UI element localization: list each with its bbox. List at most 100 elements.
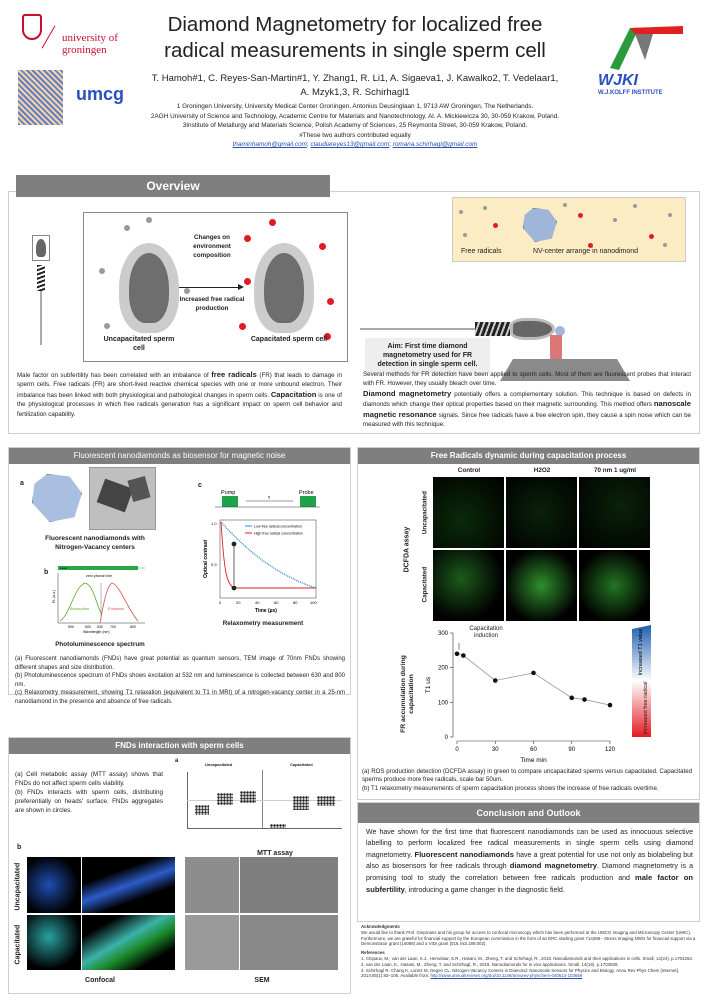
micrograph — [579, 477, 650, 548]
gradient-bar — [632, 625, 651, 737]
confocal-label: Confocal — [85, 977, 115, 984]
interaction-text: (a) Cell metabolic assay (MTT assay) sho… — [15, 770, 163, 815]
capacitation-diagram: Changes on environment composition Incre… — [83, 212, 348, 362]
col-70nm: 70 nm 1 ug/ml — [594, 467, 636, 474]
micrograph — [579, 550, 650, 621]
y-tick-label: 200 — [438, 666, 449, 672]
tick: 700 — [110, 625, 116, 629]
reference-link[interactable]: http://www.annualreviews.org/doi/10.1146… — [430, 973, 583, 979]
uncapacitated-sperm-head — [119, 243, 179, 333]
micrograph — [433, 550, 504, 621]
micrograph — [506, 550, 577, 621]
overview-left-text: Male factor on subfertility has been cor… — [17, 370, 342, 418]
text-b: (b) FNDs interacts with sperm cells, dis… — [15, 789, 163, 814]
panel-a-label: a — [20, 480, 24, 487]
email-link[interactable]: claudiareyes13@gmail.com — [310, 141, 390, 149]
x-tick-label: 0 — [455, 747, 459, 753]
overview-header: Overview — [16, 175, 330, 197]
dcfda-grid: Control H2O2 70 nm 1 ug/ml — [433, 466, 653, 626]
mtt-chart: Uncapacitated Capacitated — [175, 760, 343, 848]
xtick: 0 — [219, 600, 222, 605]
text-c: (c) Relaxometry measurement, showing T1 … — [15, 690, 345, 705]
legend-low: Low free radical concentration — [254, 525, 302, 529]
b-xlabel: Wavelength (nm) — [83, 630, 110, 634]
emission-label: Emission — [108, 606, 124, 611]
right-arrow — [179, 287, 241, 288]
sperm-overview-icon — [30, 235, 52, 345]
dcfda-label: DCFDA assay — [403, 526, 411, 573]
data-point — [582, 697, 587, 702]
y-tick-label: 0 — [445, 735, 449, 741]
wjki-logo: WJKI W.J.KOLFF INSTITUTE — [598, 72, 663, 96]
gradient-bottom-label: Increased free radical — [643, 682, 649, 735]
x-tick-label: 60 — [530, 747, 537, 753]
y-axis-label: T1 us — [425, 676, 432, 693]
col-h2o2: H2O2 — [533, 467, 551, 474]
probe-pulse — [300, 496, 316, 507]
data-point — [492, 678, 498, 683]
emails: thaminhamoh@gmail.com; claudiareyes13@gm… — [232, 141, 478, 149]
row-capacitated: Capacitated — [14, 924, 22, 965]
acknowledgments-text: We would like to thank Prof. Giepmans an… — [361, 929, 696, 947]
fr-methods-text: Several methods for FR detection have be… — [363, 371, 691, 388]
sem-label: SEM — [254, 977, 270, 984]
y-tick-label: 100 — [438, 700, 449, 706]
ytick: 1.0 — [211, 521, 217, 526]
zpl-label: zero phonon line — [86, 574, 112, 578]
c-xlabel: Time (µs) — [255, 608, 277, 614]
fr-dynamic-text: (a) ROS production detection (DCFDA assa… — [362, 768, 692, 793]
data-point — [531, 670, 536, 676]
conclusion-header: Conclusion and Outlook — [358, 803, 699, 823]
y-outer-label: FR accumulation during capacitation — [400, 655, 415, 733]
biosensor-header: Fluorescent nanodiamonds as biosensor fo… — [9, 448, 350, 464]
legend-high: High free radical concentration — [254, 532, 303, 536]
capacitated-sperm-head — [254, 243, 314, 333]
tau-label: τ — [268, 495, 270, 501]
gradient-top-label: Increased T1 value — [638, 629, 644, 676]
free-radicals-label: Free radicals — [461, 248, 502, 255]
x-axis-label: Time min — [520, 757, 547, 764]
c-ylabel: Optical contrast — [203, 540, 209, 578]
arrow-top-label: Changes on environment composition — [193, 234, 231, 260]
xtick: 60 — [274, 600, 279, 605]
affiliation-3: 3Institute of Metallurgy and Materials S… — [182, 122, 528, 130]
text-a: (a) ROS production detection (DCFDA assa… — [362, 768, 692, 784]
sem-zoom-image — [240, 857, 338, 913]
umcg-logo: umcg — [18, 70, 138, 125]
nanodiamond-inset: Free radicals NV-center arrange in nanod… — [452, 197, 686, 262]
row-uncapacitated: Uncapacitated — [421, 491, 429, 535]
x-tick-label: 30 — [492, 747, 499, 753]
low-fr-curve — [220, 521, 317, 589]
email-link[interactable]: romana.schirhagl@gmail.com — [392, 141, 478, 149]
nv-center-label: NV-center arrange in nanodimond — [533, 248, 639, 255]
y-tick-label: 300 — [438, 631, 449, 637]
poster-title: Diamond Magnetometry for localized free … — [164, 13, 546, 62]
tick: 630 — [97, 625, 103, 629]
x-tick-label: 90 — [568, 747, 575, 753]
capacitation-annotation: Capacitation induction — [469, 626, 503, 639]
panel-a-label: a — [175, 758, 179, 764]
laser-label: Laser — [60, 566, 68, 570]
emission-curve — [99, 582, 139, 624]
confocal-zoom-image — [82, 857, 175, 913]
confocal-zoom-image — [82, 915, 175, 970]
email-link[interactable]: thaminhamoh@gmail.com — [232, 141, 307, 149]
tem-image — [89, 467, 156, 530]
nanodiamond-icon — [523, 208, 557, 242]
interaction-header: FNDs interaction with sperm cells — [9, 738, 350, 754]
text-a: (a) Cell metabolic assay (MTT assay) sho… — [15, 771, 163, 787]
reference-item: 3. Schirhagl R, Chang K, Loretz M, Degen… — [361, 967, 680, 979]
c-caption: Relaxometry measurement — [222, 620, 304, 627]
b-ylabel: PL (a.u.) — [52, 590, 56, 603]
rug-triangle-logo — [605, 18, 685, 73]
overview-right-text: Several methods for FR detection have be… — [363, 370, 691, 429]
authors: T. Hamoh#1, C. Reyes-San-Martin#1, Y. Zh… — [151, 73, 559, 98]
text-b: (b) Photoluminescence spectrum of FNDs s… — [15, 673, 345, 688]
b-caption: Photoluminescence spectrum — [55, 641, 145, 648]
reference-item: 1. Chipaux, M., van der Laan, K.J., Heme… — [361, 955, 694, 961]
text-a: (a) Fluorescent nanodiamonds (FNDs) have… — [15, 656, 345, 671]
rug-logo: university of groningen — [22, 14, 132, 62]
pump-label: Pump — [221, 490, 235, 496]
panel-b-label: b — [17, 844, 22, 851]
